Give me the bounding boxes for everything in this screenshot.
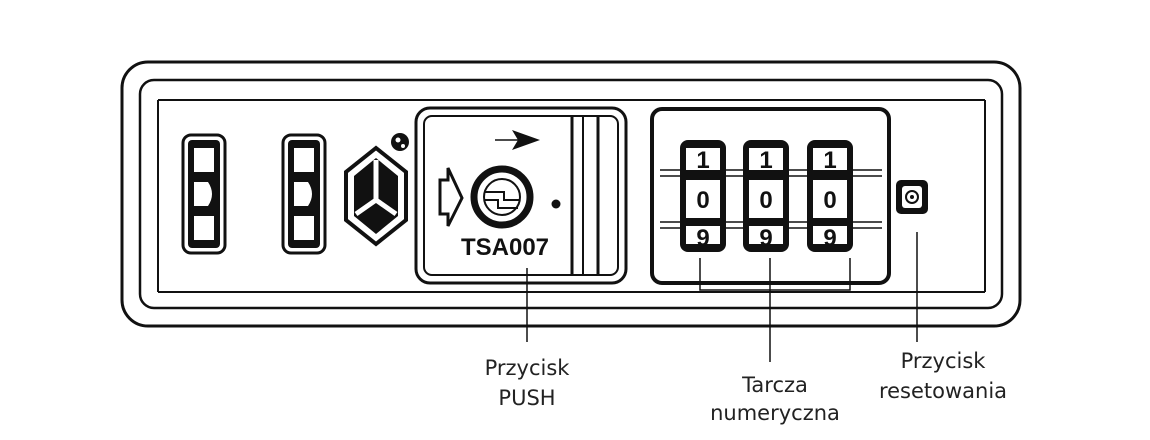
lock-body-outer — [120, 60, 1022, 328]
label-reset-button-line2: resetowania — [879, 379, 1007, 403]
dial-digit: 9 — [759, 225, 772, 252]
push-button[interactable]: TSA007 — [414, 106, 628, 285]
dial-digit: 1 — [823, 147, 836, 174]
tsa-logo-icon — [344, 133, 409, 247]
reset-button[interactable] — [896, 180, 928, 214]
dial-wheel-1[interactable]: 1 0 9 — [680, 140, 726, 252]
dial-digit: 1 — [696, 147, 709, 174]
lock-panel-frame — [157, 99, 986, 292]
dial-wheel-3[interactable]: 1 0 9 — [807, 140, 853, 252]
indicator-dot — [551, 199, 561, 209]
label-push-button-line2: PUSH — [498, 386, 555, 410]
model-text: TSA007 — [461, 234, 549, 261]
dial-wheel-2[interactable]: 1 0 9 — [743, 140, 789, 252]
dial-digit: 9 — [823, 225, 836, 252]
leader-lines — [526, 232, 918, 362]
push-arrow-icon — [438, 167, 464, 227]
key-cylinder-icon — [470, 165, 534, 229]
dial-digit: 9 — [696, 225, 709, 252]
latch-right — [281, 133, 327, 255]
dial-digit: 0 — [823, 187, 836, 214]
label-dial-line1: Tarcza — [741, 373, 808, 397]
latch-left — [181, 133, 227, 255]
label-push-button-line1: Przycisk — [485, 356, 571, 380]
dial-digit: 1 — [759, 147, 772, 174]
lock-body-inner — [138, 78, 1004, 310]
label-reset-button-line1: Przycisk — [901, 349, 987, 373]
dial-digit: 0 — [696, 187, 709, 214]
arrow-right-icon — [495, 130, 540, 150]
dial-digit: 0 — [759, 187, 772, 214]
label-dial-line2: numeryczna — [710, 401, 840, 425]
